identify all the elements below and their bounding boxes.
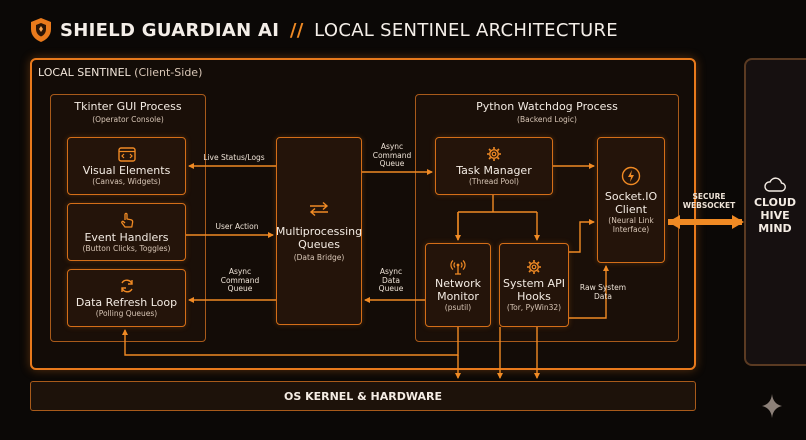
refresh-icon bbox=[120, 279, 133, 293]
network-monitor-box: Network Monitor (psutil) bbox=[425, 243, 491, 327]
local-sentinel-label: LOCAL SENTINEL bbox=[38, 66, 131, 79]
sparkle-icon bbox=[762, 394, 782, 418]
refresh-feedback-arrow bbox=[122, 327, 459, 356]
visual-elements-box: Visual Elements (Canvas, Widgets) bbox=[67, 137, 186, 195]
pointer-hand-icon bbox=[120, 212, 133, 228]
raw-system-line2: Data bbox=[594, 291, 612, 301]
event-handlers-box: Event Handlers (Button Clicks, Toggles) bbox=[67, 203, 186, 261]
socketio-title-line1: Socket.IO bbox=[604, 190, 658, 203]
swap-arrows-icon bbox=[309, 201, 329, 216]
system-api-subtitle: (Tor, PyWin32) bbox=[506, 302, 562, 312]
data-refresh-loop-title: Data Refresh Loop bbox=[75, 296, 178, 309]
cloud-hive-mind-panel bbox=[744, 58, 806, 366]
async-command-left-line1: Async bbox=[228, 267, 252, 276]
system-to-socketio-arrow bbox=[569, 219, 595, 253]
task-manager-box: Task Manager (Thread Pool) bbox=[435, 137, 553, 195]
socketio-client-box: Socket.IO Client (Neural Link Interface) bbox=[597, 137, 665, 263]
task-manager-branch bbox=[457, 195, 537, 240]
network-monitor-subtitle: (psutil) bbox=[444, 302, 472, 312]
task-manager-title: Task Manager bbox=[456, 164, 532, 177]
code-window-icon bbox=[117, 146, 136, 162]
task-manager-subtitle: (Thread Pool) bbox=[469, 177, 519, 186]
async-command-left-label: Async Command Queue bbox=[214, 267, 266, 294]
async-command-left-line2: Command bbox=[220, 275, 260, 285]
async-data-line2: Data bbox=[382, 275, 400, 285]
cloud-line2: HIVE bbox=[760, 209, 790, 222]
data-refresh-loop-box: Data Refresh Loop (Polling Queues) bbox=[67, 269, 186, 327]
network-monitor-title-line2: Monitor bbox=[437, 289, 479, 303]
secure-websocket-line2: WEBSOCKET bbox=[682, 200, 736, 210]
async-command-top-line2: Command bbox=[372, 150, 412, 160]
network-monitor-title-line1: Network bbox=[435, 276, 481, 290]
async-command-top-line3: Queue bbox=[379, 159, 405, 168]
title-sub: LOCAL SENTINEL ARCHITECTURE bbox=[314, 20, 618, 41]
local-sentinel-title: LOCAL SENTINEL (Client-Side) bbox=[38, 66, 202, 79]
async-data-label: Async Data Queue bbox=[368, 267, 414, 294]
socketio-subtitle-line1: (Neural Link bbox=[608, 216, 654, 225]
raw-system-data-label: Raw System Data bbox=[577, 283, 629, 301]
page-title: SHIELD GUARDIAN AI // LOCAL SENTINEL ARC… bbox=[60, 20, 618, 41]
async-data-line1: Async bbox=[379, 267, 403, 276]
async-command-left-line3: Queue bbox=[227, 284, 253, 293]
socketio-title-line2: Client bbox=[615, 203, 647, 216]
system-api-title-line2: Hooks bbox=[517, 289, 551, 303]
queues-subtitle: (Data Bridge) bbox=[293, 252, 345, 262]
os-kernel-bar: OS KERNEL & HARDWARE bbox=[30, 381, 696, 411]
cloud-line1: CLOUD bbox=[753, 196, 797, 209]
cloud-hive-mind-label: CLOUD HIVE MIND bbox=[746, 177, 804, 235]
gui-process-subtitle: (Operator Console) bbox=[92, 115, 164, 124]
watchdog-subtitle: (Backend Logic) bbox=[517, 115, 577, 124]
socketio-subtitle-line2: Interface) bbox=[612, 225, 650, 234]
shield-icon bbox=[31, 18, 51, 42]
async-data-line3: Queue bbox=[378, 284, 404, 293]
queues-title-line2: Queues bbox=[298, 237, 340, 251]
local-sentinel-subtitle: (Client-Side) bbox=[134, 66, 203, 79]
system-api-hooks-box: System API Hooks (Tor, PyWin32) bbox=[499, 243, 569, 327]
title-main: SHIELD GUARDIAN AI bbox=[60, 20, 280, 41]
event-handlers-title: Event Handlers bbox=[84, 230, 169, 244]
raw-system-data-arrow bbox=[569, 265, 609, 319]
gear-icon bbox=[527, 259, 541, 274]
watchdog-title: Python Watchdog Process bbox=[476, 100, 618, 113]
gear-icon bbox=[487, 147, 501, 161]
multiprocessing-queues-box: Multiprocessing Queues (Data Bridge) bbox=[276, 137, 362, 325]
title-separator: // bbox=[289, 20, 304, 41]
antenna-icon bbox=[450, 259, 466, 275]
queues-title-line1: Multiprocessing bbox=[275, 224, 363, 238]
system-api-title-line1: System API bbox=[503, 276, 565, 290]
async-command-top-line1: Async bbox=[380, 142, 404, 151]
user-action-label: User Action bbox=[215, 222, 259, 231]
raw-system-line1: Raw System bbox=[579, 283, 627, 292]
visual-elements-subtitle: (Canvas, Widgets) bbox=[92, 176, 161, 186]
live-status-label: Live Status/Logs bbox=[203, 153, 265, 162]
cloud-icon bbox=[764, 177, 786, 192]
secure-websocket-line1: SECURE bbox=[692, 192, 726, 201]
visual-elements-title: Visual Elements bbox=[82, 163, 171, 177]
secure-websocket-label: SECURE WEBSOCKET bbox=[680, 192, 738, 210]
event-handlers-subtitle: (Button Clicks, Toggles) bbox=[82, 243, 171, 253]
lightning-icon bbox=[621, 166, 641, 186]
cloud-line3: MIND bbox=[758, 222, 792, 235]
gui-process-title: Tkinter GUI Process bbox=[74, 100, 182, 113]
async-command-top-label: Async Command Queue bbox=[366, 142, 418, 169]
data-refresh-loop-subtitle: (Polling Queues) bbox=[95, 309, 158, 318]
